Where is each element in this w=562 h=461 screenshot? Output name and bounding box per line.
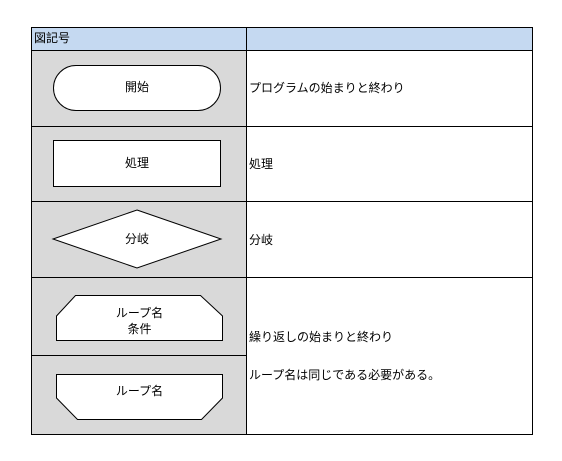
terminator-shape [53, 65, 221, 111]
header-cell-symbol [31, 27, 246, 50]
description-branch: 分岐 [249, 233, 274, 247]
description-loop-note: ループ名は同じである必要がある。 [249, 368, 441, 382]
loop-start-label-name: ループ名 [115, 306, 164, 320]
terminator-label: 開始 [124, 80, 149, 94]
description-process: 処理 [249, 157, 274, 171]
loop-start-label-condition: 条件 [127, 322, 152, 336]
table-grid [31, 27, 533, 435]
loop-end-shape [56, 374, 223, 420]
decision-label: 分岐 [124, 232, 149, 246]
decision-shape [51, 209, 223, 269]
loop-start-shape [56, 295, 223, 341]
loop-end-label: ループ名 [115, 384, 164, 398]
process-label: 処理 [124, 156, 149, 170]
header-cell-description [246, 27, 532, 50]
description-start: プログラムの始まりと終わり [249, 81, 405, 95]
process-shape [53, 140, 221, 187]
description-loop: 繰り返しの始まりと終わり [249, 330, 394, 344]
header-symbol-label: 図記号 [34, 31, 71, 45]
